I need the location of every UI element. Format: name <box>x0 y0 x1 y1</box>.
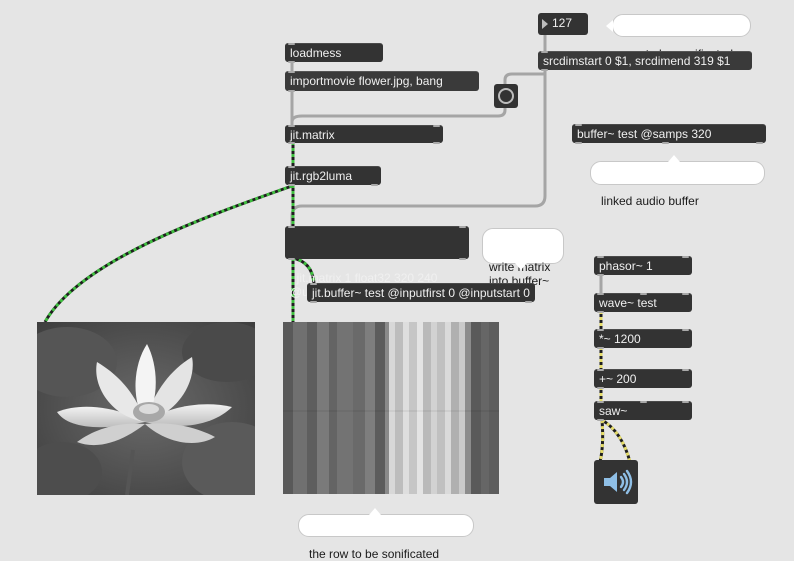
flower-image-window[interactable] <box>37 322 255 495</box>
jit-matrix-object[interactable]: jit.matrix <box>285 125 443 144</box>
comment-linked-buffer: linked audio buffer <box>590 155 765 208</box>
saw-object[interactable]: saw~ <box>594 401 692 421</box>
phasor-object[interactable]: phasor~ 1 <box>594 256 692 276</box>
multiply-object[interactable]: *~ 1200 <box>594 329 692 349</box>
comment-row-to-sonify: row to be sonificated <box>606 14 751 61</box>
buffer-object[interactable]: buffer~ test @samps 320 <box>572 124 766 144</box>
bang-button[interactable] <box>494 84 518 108</box>
comment-row-bottom: the row to be sonificated <box>298 508 474 561</box>
number-triangle-icon <box>542 19 548 29</box>
wave-object[interactable]: wave~ test <box>594 293 692 313</box>
bang-circle-icon <box>498 88 514 104</box>
lotus-flower-image <box>37 322 255 495</box>
jit-matrix-float-object[interactable]: jit.matrix 1 float32 320 240 @usesrcdim … <box>285 226 469 299</box>
speaker-icon <box>604 469 633 495</box>
number-box[interactable]: 127 <box>538 13 588 35</box>
loadmess-object[interactable]: loadmess <box>285 43 383 63</box>
number-value: 127 <box>552 16 573 30</box>
luma-row-image <box>283 322 499 494</box>
add-object[interactable]: +~ 200 <box>594 369 692 389</box>
jit-rgb2luma-object[interactable]: jit.rgb2luma <box>285 166 381 186</box>
ezdac-speaker-button[interactable] <box>594 460 638 504</box>
matrix-display-window[interactable] <box>283 322 499 494</box>
jit-buffer-object[interactable]: jit.buffer~ test @inputfirst 0 @inputsta… <box>307 283 535 303</box>
importmovie-message[interactable]: importmovie flower.jpg, bang <box>285 71 479 92</box>
comment-write-matrix: write matrix into buffer~ <box>482 228 564 288</box>
srcdim-message[interactable]: srcdimstart 0 $1, srcdimend 319 $1 <box>538 51 752 71</box>
cord-bang-jitmatrix <box>290 104 507 127</box>
cord-srcdim-bang <box>503 67 547 86</box>
